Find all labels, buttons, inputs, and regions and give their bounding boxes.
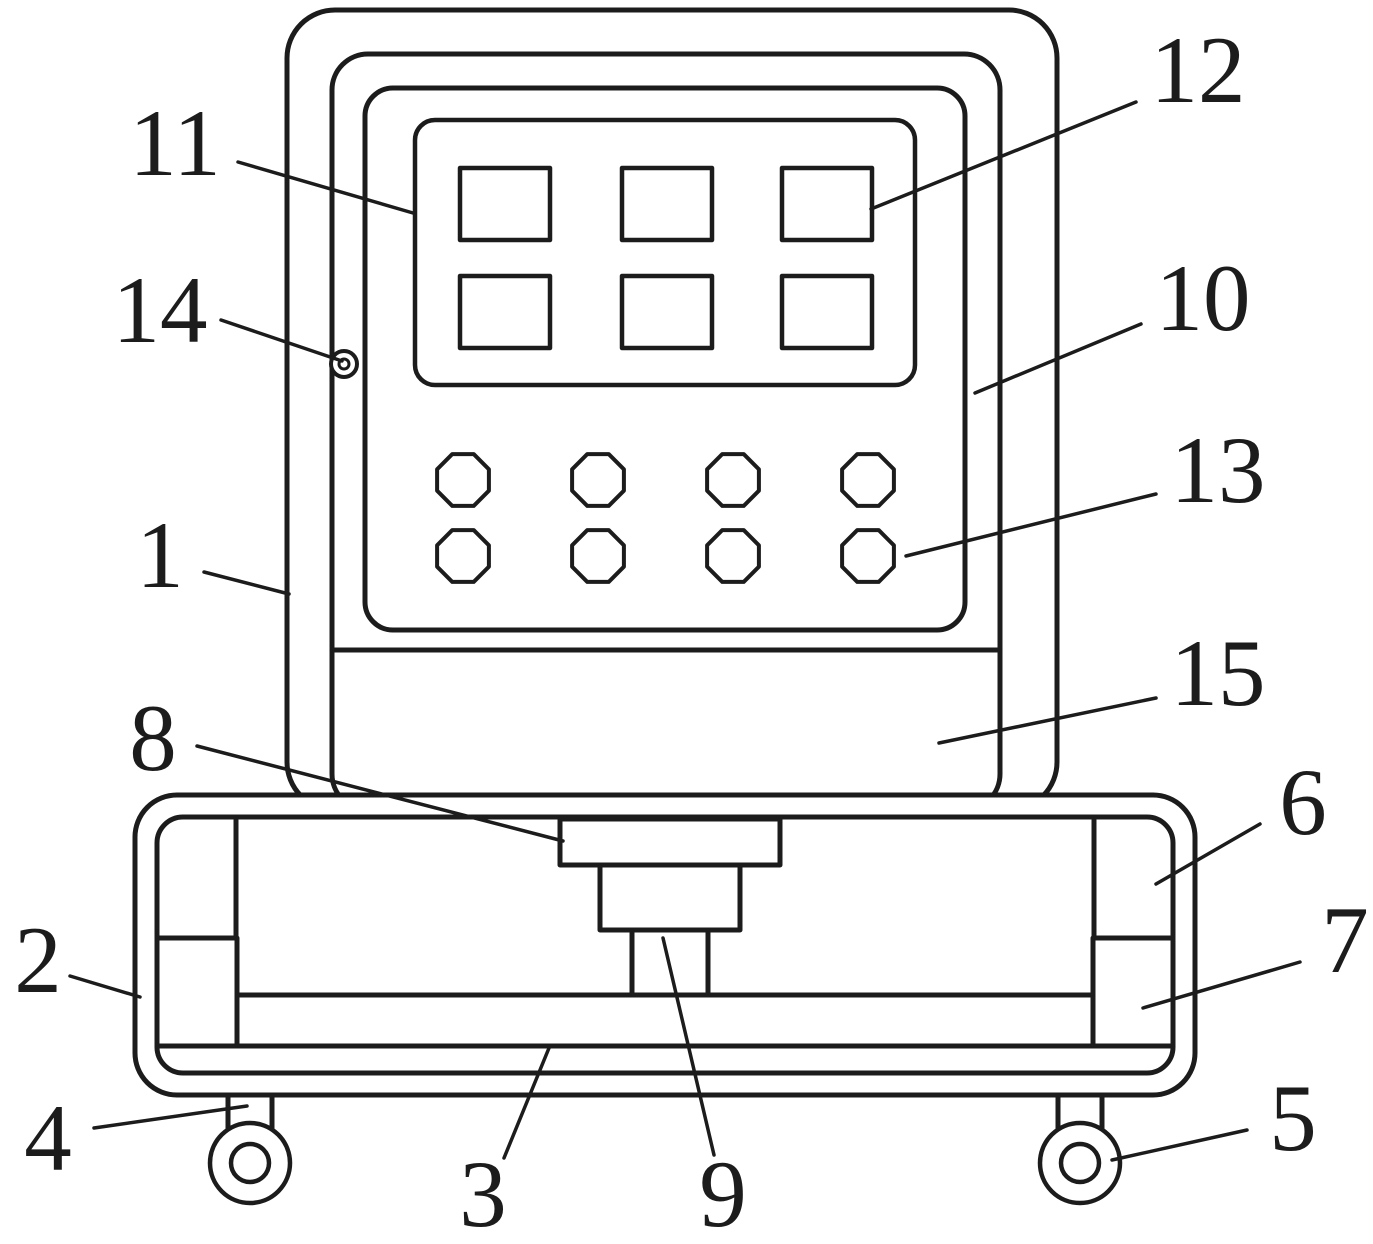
leader-line-2 [68,974,142,999]
leader-line-14 [219,318,344,363]
control-knob [570,528,626,584]
ref-label-13: 13 [1171,417,1266,523]
side-screw-center [337,357,351,371]
left-wheel [210,1123,290,1203]
ref-label-3: 3 [459,1141,507,1244]
leader-line-5 [1110,1128,1249,1162]
control-knob [705,452,761,508]
ref-label-12: 12 [1151,17,1246,123]
ref-label-15: 15 [1171,620,1266,726]
leader-line-12 [869,100,1138,211]
ref-label-6: 6 [1279,749,1327,855]
control-knob [435,452,491,508]
leader-line-10 [973,322,1143,395]
ref-label-14: 14 [113,257,208,363]
leader-line-15 [937,696,1158,745]
leader-line-4 [92,1104,249,1130]
ref-label-8: 8 [129,685,177,791]
control-panel [362,85,968,633]
ref-label-5: 5 [1269,1065,1317,1171]
ref-label-10: 10 [1156,245,1251,351]
leader-line-7 [1141,960,1302,1010]
ref-label-11: 11 [129,90,220,196]
ref-label-9: 9 [699,1141,747,1244]
leader-line-8 [195,744,565,843]
screen-key [619,273,715,351]
leader-line-9 [661,936,716,1157]
display-screen [412,117,918,388]
leader-line-3 [502,1046,551,1160]
leader-lines [68,100,1302,1162]
right-support-block [1090,935,1176,1049]
control-knob [705,528,761,584]
ref-label-4: 4 [24,1085,72,1191]
side-screw [329,349,359,379]
control-knob [435,528,491,584]
control-knob [570,452,626,508]
screen-key [619,165,715,243]
left-support-block [154,935,240,1049]
screen-key [779,273,875,351]
ref-label-2: 2 [14,907,62,1013]
reference-labels: 1 2 3 4 5 6 7 8 9 10 11 12 13 14 15 [14,17,1369,1244]
ref-label-7: 7 [1321,887,1369,993]
leader-line-6 [1154,822,1262,886]
ref-label-1: 1 [136,502,184,608]
right-wheel [1040,1123,1120,1203]
control-knob [840,528,896,584]
screen-key [457,165,553,243]
mount-body [597,862,743,933]
mount-plate [557,816,783,868]
leader-line-11 [236,160,415,215]
leader-line-13 [904,492,1158,558]
leader-line-1 [202,570,291,596]
control-knob [840,452,896,508]
screen-key [457,273,553,351]
screen-key [779,165,875,243]
drawing [132,7,1198,1203]
